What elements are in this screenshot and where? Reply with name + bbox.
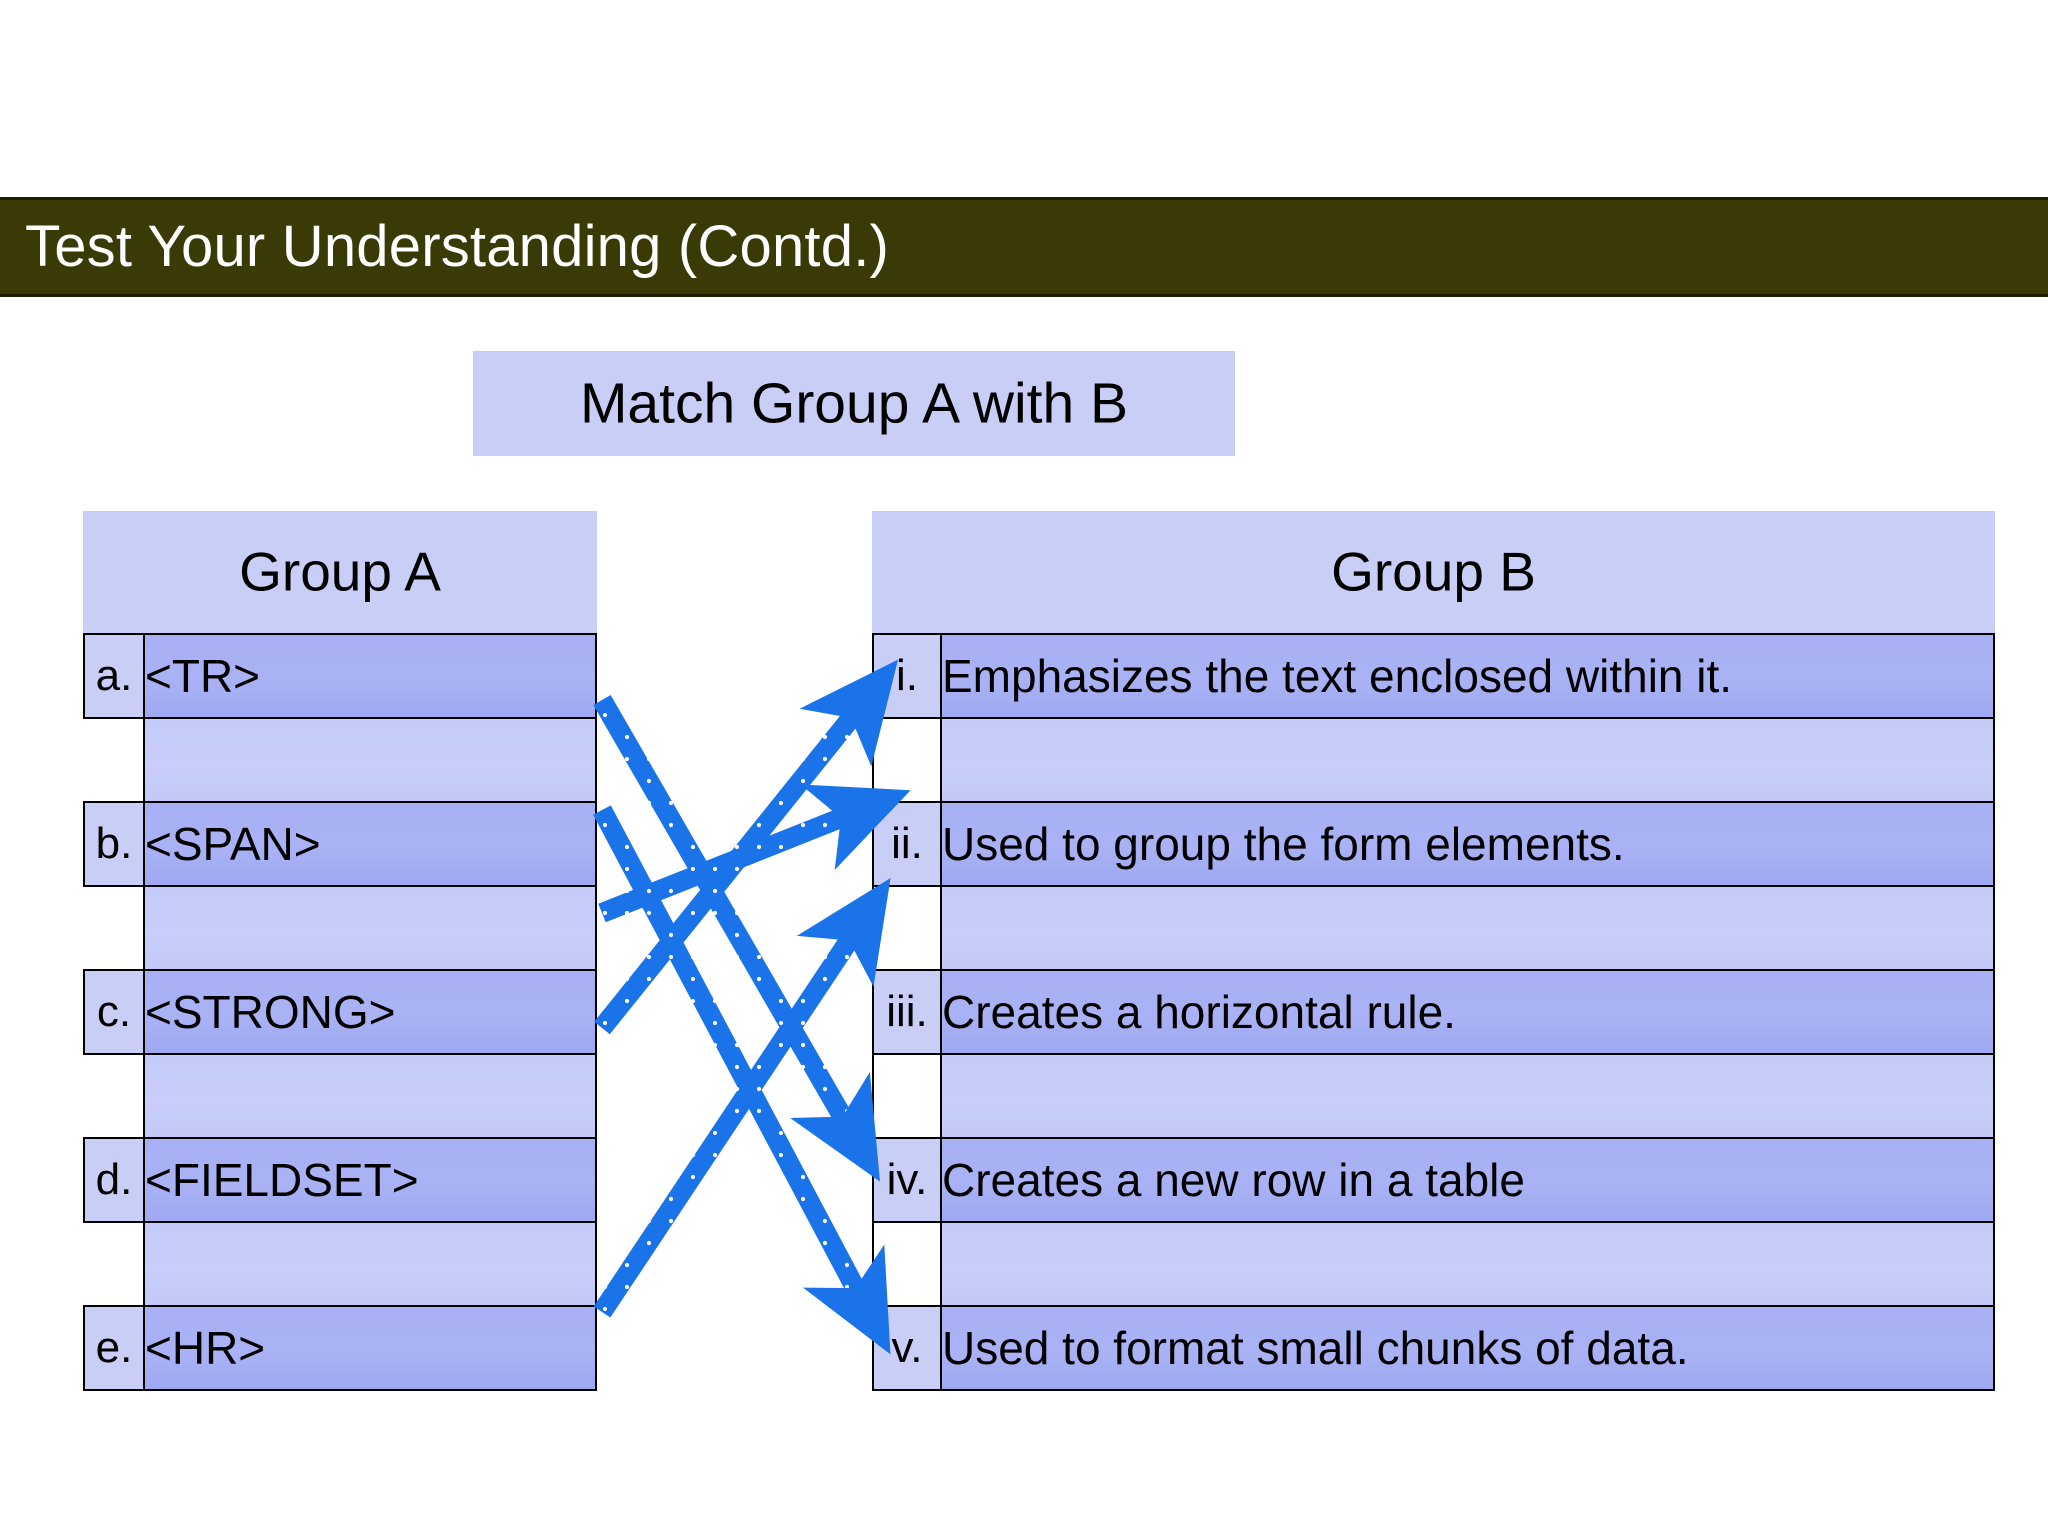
table-spacer-row xyxy=(84,885,597,971)
spacer-key-cell xyxy=(84,1054,144,1138)
spacer-value-cell xyxy=(940,885,1995,971)
row-key-cell: i. xyxy=(872,633,942,719)
table-row: ii.Used to group the form elements. xyxy=(872,801,1995,887)
table-row: a.<TR> xyxy=(83,633,597,719)
row-value-cell: Creates a horizontal rule. xyxy=(940,969,1995,1055)
row-key-cell: d. xyxy=(83,1137,145,1223)
table-row: i.Emphasizes the text enclosed within it… xyxy=(872,633,1995,719)
row-key-cell: a. xyxy=(83,633,145,719)
row-value-cell: Used to format small chunks of data. xyxy=(940,1305,1995,1391)
row-value-cell: Creates a new row in a table xyxy=(940,1137,1995,1223)
spacer-value-cell xyxy=(940,1221,1995,1307)
table-row: d.<FIELDSET> xyxy=(83,1137,597,1223)
group-a-header: Group A xyxy=(83,511,597,633)
row-value-cell: Used to group the form elements. xyxy=(940,801,1995,887)
table-row: iv.Creates a new row in a table xyxy=(872,1137,1995,1223)
spacer-key-cell xyxy=(872,885,942,971)
table-spacer-row xyxy=(872,1221,1995,1307)
table-spacer-row xyxy=(84,1053,597,1139)
page-title: Test Your Understanding (Contd.) xyxy=(25,214,890,279)
spacer-key-cell xyxy=(872,1053,942,1139)
row-value-cell: <STRONG> xyxy=(143,969,597,1055)
spacer-key-cell xyxy=(84,886,144,970)
spacer-value-cell xyxy=(143,1053,597,1139)
spacer-value-cell xyxy=(143,1221,597,1307)
table-spacer-row xyxy=(84,717,597,803)
group-a-table: a.<TR> b.<SPAN> c.<STRONG> d.<FIELDSET> e.<H… xyxy=(83,633,597,1391)
match-arrow-a-to-iv xyxy=(593,695,880,1182)
slide-title-bar: Test Your Understanding (Contd.) xyxy=(0,197,2048,297)
match-arrow-b-to-v xyxy=(593,805,891,1355)
table-row: v.Used to format small chunks of data. xyxy=(872,1305,1995,1391)
row-key-cell: iv. xyxy=(872,1137,942,1223)
match-instruction-text: Match Group A with B xyxy=(579,371,1129,435)
row-key-cell: b. xyxy=(83,801,145,887)
row-value-cell: <TR> xyxy=(143,633,597,719)
spacer-key-cell xyxy=(84,1222,144,1306)
row-key-cell: c. xyxy=(83,969,145,1055)
table-spacer-row xyxy=(872,885,1995,971)
spacer-key-cell xyxy=(872,1221,942,1307)
row-value-cell: Emphasizes the text enclosed within it. xyxy=(940,633,1995,719)
spacer-value-cell xyxy=(143,717,597,803)
match-instruction-banner: Match Group A with B xyxy=(473,351,1235,456)
row-key-cell: v. xyxy=(872,1305,942,1391)
match-arrow-c-to-ii xyxy=(598,784,911,923)
row-key-cell: iii. xyxy=(872,969,942,1055)
match-arrow-d-to-i xyxy=(594,659,899,1035)
table-spacer-row xyxy=(872,717,1995,803)
group-a-header-label: Group A xyxy=(239,540,441,603)
spacer-value-cell xyxy=(940,1053,1995,1139)
spacer-key-cell xyxy=(84,718,144,802)
row-key-cell: e. xyxy=(83,1305,145,1391)
table-row: iii.Creates a horizontal rule. xyxy=(872,969,1995,1055)
row-value-cell: <FIELDSET> xyxy=(143,1137,597,1223)
spacer-key-cell xyxy=(872,717,942,803)
group-b-header: Group B xyxy=(872,511,1995,633)
row-value-cell: <SPAN> xyxy=(143,801,597,887)
table-row: e.<HR> xyxy=(83,1305,597,1391)
row-value-cell: <HR> xyxy=(143,1305,597,1391)
group-b-header-label: Group B xyxy=(1331,540,1536,603)
table-spacer-row xyxy=(872,1053,1995,1139)
table-row: c.<STRONG> xyxy=(83,969,597,1055)
table-spacer-row xyxy=(84,1221,597,1307)
spacer-value-cell xyxy=(940,717,1995,803)
match-arrow-e-to-iii xyxy=(593,878,891,1318)
group-b-table: i.Emphasizes the text enclosed within it… xyxy=(872,633,1995,1391)
table-row: b.<SPAN> xyxy=(83,801,597,887)
spacer-value-cell xyxy=(143,885,597,971)
row-key-cell: ii. xyxy=(872,801,942,887)
